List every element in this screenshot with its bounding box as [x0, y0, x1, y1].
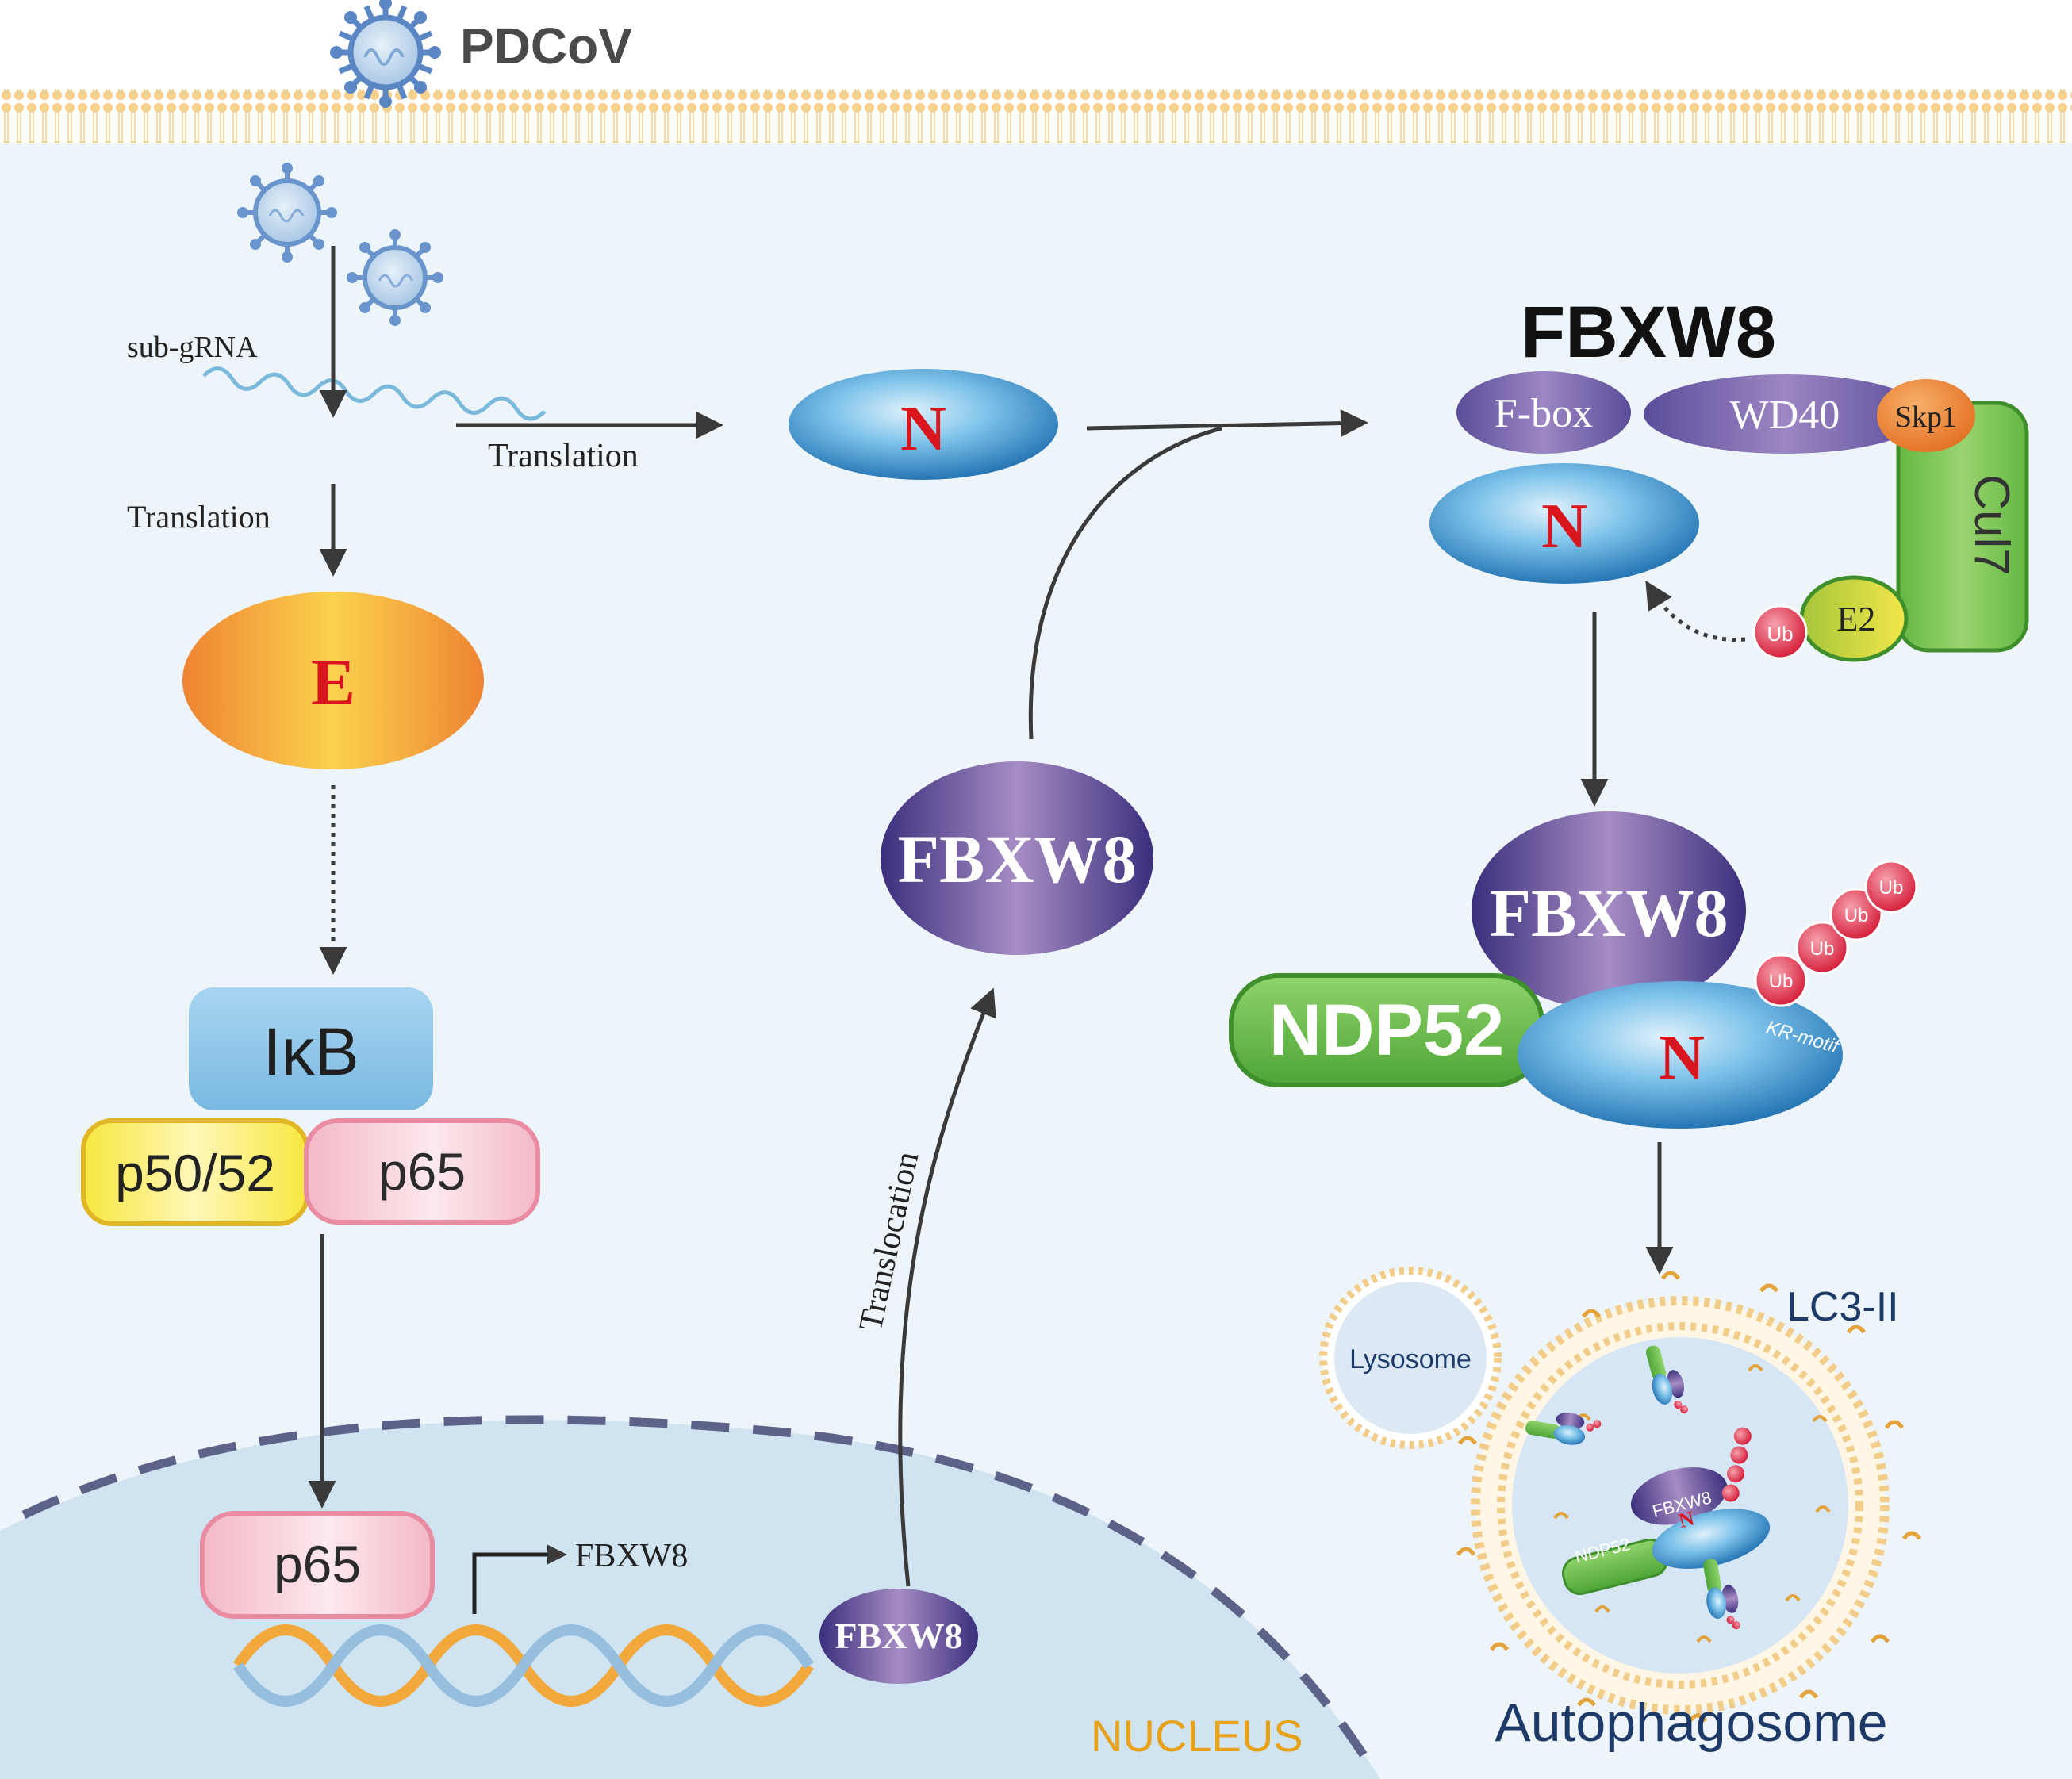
fbxw8-complex-label: FBXW8: [1490, 875, 1729, 951]
cell-membrane: [0, 89, 2072, 143]
translation-label-left: Translation: [127, 499, 271, 535]
sub-grna-strand: [202, 366, 547, 421]
virus-icon: [330, 0, 441, 108]
sub-grna-label: sub-gRNA: [127, 331, 258, 364]
ub-chain-label-3: Ub: [1844, 905, 1869, 926]
skp1-label: Skp1: [1895, 401, 1957, 434]
ikb-protein: [189, 987, 433, 1110]
skp1-protein: [1877, 379, 1975, 452]
lc3-label: LC3-II: [1786, 1284, 1899, 1330]
fbox-label: F-box: [1495, 391, 1593, 436]
ubiquitination-arrow: [1645, 581, 1746, 642]
translocation-arrow: [898, 987, 996, 1587]
p65-nuclear-protein: [200, 1511, 435, 1619]
nucleus-label: NUCLEUS: [1091, 1711, 1303, 1761]
fbxw8-nuclear-protein: [819, 1589, 978, 1684]
fbxw8-complex-protein: [1472, 811, 1746, 1010]
ikb-label: IκB: [263, 1014, 359, 1089]
n-protein-ub-label: N: [1659, 1023, 1705, 1093]
virus-label: PDCoV: [460, 17, 632, 75]
complex-title: FBXW8: [1521, 292, 1776, 373]
virion-icon: [237, 163, 337, 263]
n-protein-label: N: [900, 394, 946, 464]
polyubiquitin-chain: [1754, 860, 1918, 1007]
ub-chain-label-2: Ub: [1810, 938, 1835, 960]
cul7-label: Cul7: [1964, 474, 2019, 576]
e-protein-label: E: [311, 646, 355, 719]
dna-helix: [233, 1624, 814, 1707]
mini-complex-bottom: [1703, 1559, 1740, 1630]
p65-label: p65: [378, 1142, 466, 1201]
n-protein-bound-label: N: [1541, 492, 1587, 562]
autophagosome-label: Autophagosome: [1495, 1693, 1887, 1753]
fbxw8-nuclear-label: FBXW8: [835, 1616, 963, 1656]
virion-icon: [347, 229, 443, 326]
binding-arrow: [1086, 409, 1368, 438]
fbxw8-protein: [881, 761, 1153, 955]
fbox-domain: [1456, 371, 1631, 454]
e2-label: E2: [1837, 600, 1876, 638]
ubiquitin: [1752, 604, 1808, 660]
wd40-domain: [1644, 374, 1926, 454]
p50-label: p50/52: [115, 1144, 275, 1202]
n-protein-bound: [1429, 463, 1699, 584]
transcription-start-arrow: [472, 1544, 567, 1614]
nuclear-envelope: [21, 1415, 1376, 1771]
ub-chain-label-4: Ub: [1879, 877, 1904, 899]
mini-complex-top: [1646, 1345, 1689, 1414]
inner-lc3-icons: [1553, 1364, 1831, 1643]
lysosome-lumen: [1334, 1282, 1487, 1434]
p65-nuclear-label: p65: [274, 1535, 361, 1593]
translation-label-mid: Translation: [488, 438, 639, 474]
n-protein: [789, 369, 1058, 480]
mini-complex-left: [1525, 1412, 1602, 1445]
n-protein-ub: [1518, 981, 1843, 1129]
ub-chain-label-1: Ub: [1769, 971, 1794, 992]
fbxw8-protein-label: FBXW8: [898, 821, 1137, 897]
gene-target-label: FBXW8: [575, 1538, 688, 1574]
ndp52-label: NDP52: [1269, 990, 1505, 1071]
fbxw8-recruitment-arrow: [1028, 426, 1222, 740]
ubiquitin-label: Ub: [1767, 622, 1793, 646]
wd40-label: WD40: [1730, 393, 1840, 438]
p65-protein: [304, 1118, 540, 1225]
mini-complex-center: [1562, 1427, 1771, 1596]
lysosome-label: Lysosome: [1349, 1344, 1472, 1375]
lc3-receptor-icons: [1456, 1271, 1922, 1723]
e-protein: [182, 592, 484, 769]
